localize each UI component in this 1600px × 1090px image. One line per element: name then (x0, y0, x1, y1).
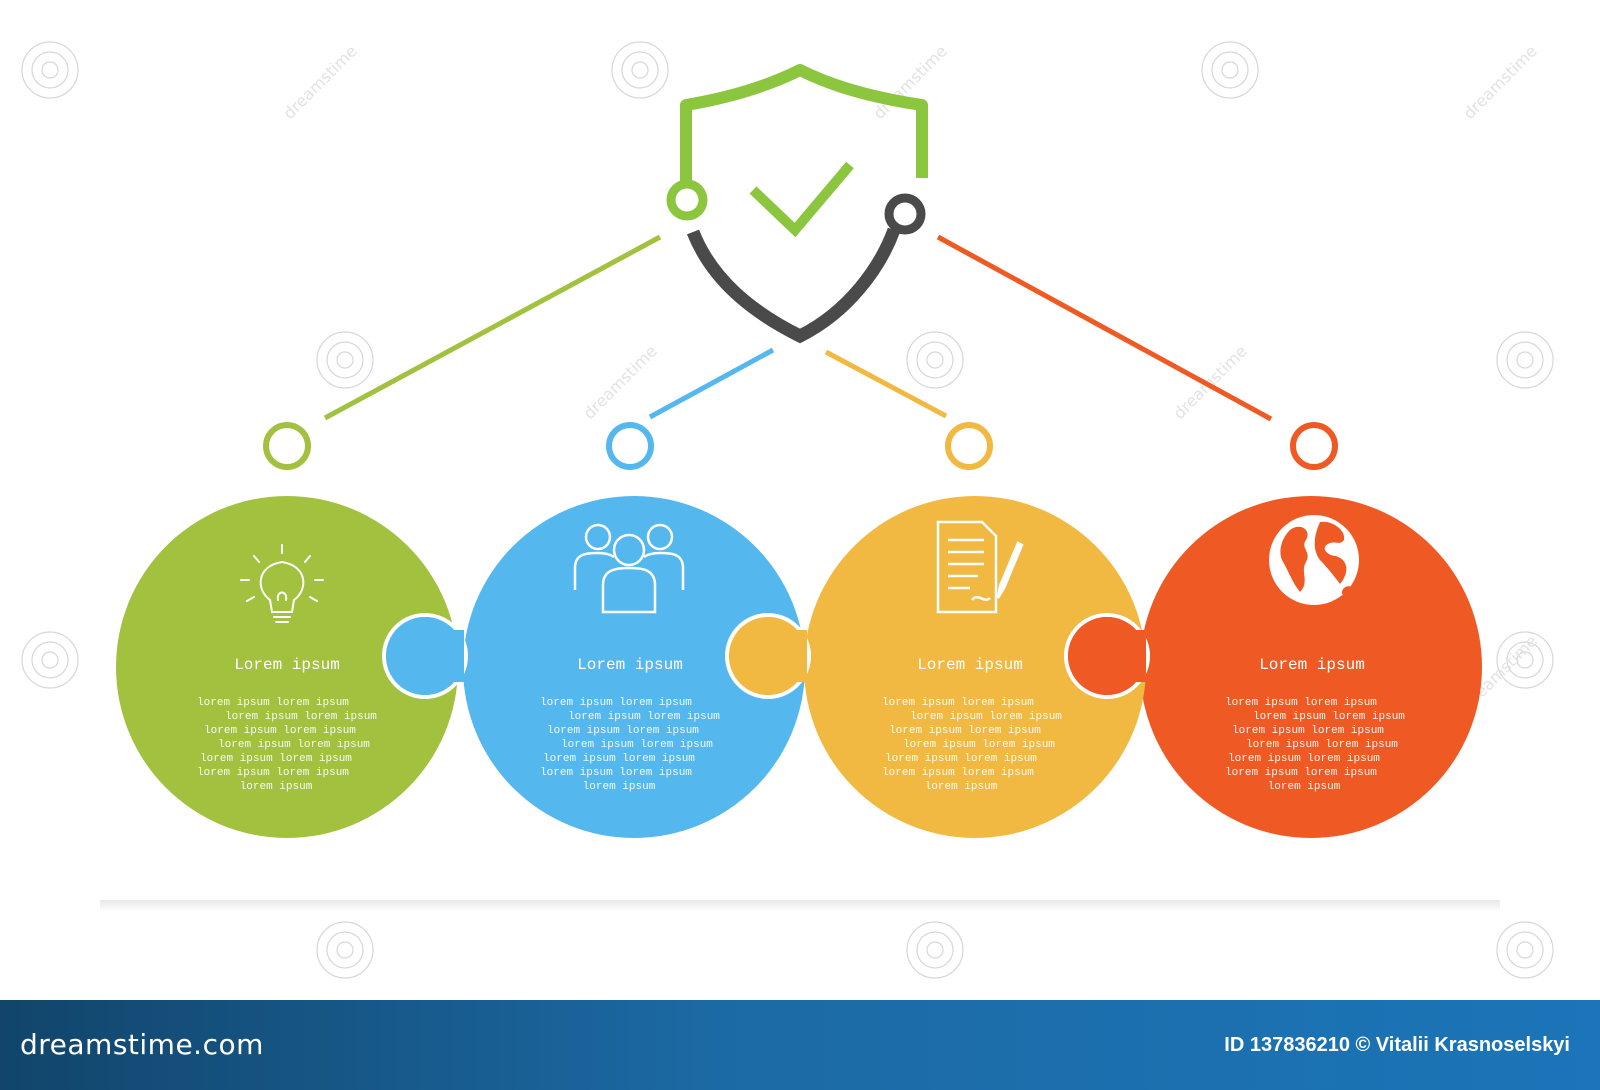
footer-brand[interactable]: dreamstime.com (20, 1028, 264, 1061)
watermark-text: dreamstime (1169, 341, 1250, 422)
step-2-line: lorem ipsum lorem ipsum (540, 697, 692, 709)
step-1-line: lorem ipsum lorem ipsum (218, 739, 370, 751)
infographic-diagram: dreamstime dreamstime dreamstime dreamst… (21, 41, 1554, 979)
step-4-line: lorem ipsum (1268, 781, 1341, 793)
shield-node-left (666, 179, 708, 221)
step-4 (1140, 496, 1482, 838)
step-1-line: lorem ipsum lorem ipsum (225, 711, 377, 723)
step-3-line: lorem ipsum lorem ipsum (882, 697, 1034, 709)
step-4-circle (1140, 496, 1482, 838)
step-4-line: lorem ipsum lorem ipsum (1225, 767, 1377, 779)
watermark-text: dreamstime (869, 41, 950, 122)
step-3-line: lorem ipsum lorem ipsum (882, 767, 1034, 779)
connectors (323, 234, 1273, 422)
document-sign-icon (936, 520, 1024, 614)
step-1-title: Lorem ipsum (234, 656, 340, 674)
step-4-line: lorem ipsum lorem ipsum (1228, 753, 1380, 765)
step-4-line: lorem ipsum lorem ipsum (1246, 739, 1398, 751)
step-4-title: Lorem ipsum (1259, 656, 1365, 674)
puzzle-chain (116, 496, 1482, 838)
step-1-line: lorem ipsum (240, 781, 313, 793)
connector-line-2 (648, 347, 775, 420)
step-3-line: lorem ipsum lorem ipsum (910, 711, 1062, 723)
step-2-line: lorem ipsum lorem ipsum (547, 725, 699, 737)
step-3-title: Lorem ipsum (917, 656, 1023, 674)
footer-credit: ID 137836210 © Vitalii Krasnoselskyi (1224, 1034, 1570, 1056)
step-3-line: lorem ipsum lorem ipsum (903, 739, 1055, 751)
step-2-circle (463, 496, 805, 838)
connector-rings (263, 422, 1338, 470)
step-2-title: Lorem ipsum (577, 656, 683, 674)
step-2-line: lorem ipsum lorem ipsum (568, 711, 720, 723)
step-1-line: lorem ipsum lorem ipsum (197, 697, 349, 709)
watermark-text: dreamstime (279, 41, 360, 122)
step-3-line: lorem ipsum lorem ipsum (889, 725, 1041, 737)
check-mark (749, 161, 854, 238)
step-1-body: lorem ipsum lorem ipsum lorem ipsum lore… (197, 697, 377, 793)
ring-1 (263, 422, 311, 470)
step-texts: Lorem ipsum Lorem ipsum Lorem ipsum Lore… (197, 656, 1405, 793)
step-3-line: lorem ipsum (925, 781, 998, 793)
team-icon (573, 523, 685, 614)
lightbulb-icon (240, 544, 324, 623)
step-1-line: lorem ipsum lorem ipsum (204, 725, 356, 737)
step-1-circle (116, 496, 458, 838)
step-4-line: lorem ipsum lorem ipsum (1253, 711, 1405, 723)
step-1-line: lorem ipsum lorem ipsum (197, 767, 349, 779)
shield-check-icon (666, 64, 928, 344)
step-4-line: lorem ipsum lorem ipsum (1225, 697, 1377, 709)
ring-3 (945, 422, 993, 470)
step-2-body: lorem ipsum lorem ipsum lorem ipsum lore… (540, 697, 720, 793)
connector-line-4 (936, 234, 1273, 422)
step-4-line: lorem ipsum lorem ipsum (1232, 725, 1384, 737)
step-2-line: lorem ipsum (583, 781, 656, 793)
watermark-text: dreamstime (579, 341, 660, 422)
step-1-line: lorem ipsum lorem ipsum (200, 753, 352, 765)
shield-node-right (884, 193, 926, 235)
step-3-body: lorem ipsum lorem ipsum lorem ipsum lore… (882, 697, 1062, 793)
step-2-line: lorem ipsum lorem ipsum (561, 739, 713, 751)
connector-line-1 (323, 234, 662, 421)
watermark-text: dreamstime (1459, 41, 1540, 122)
step-4-body: lorem ipsum lorem ipsum lorem ipsum lore… (1225, 697, 1405, 793)
connector-line-3 (824, 349, 948, 419)
floor-shadow (100, 900, 1500, 912)
step-3-circle (804, 496, 1146, 838)
ring-2 (606, 422, 654, 470)
globe-icon (1269, 515, 1359, 605)
step-2-line: lorem ipsum lorem ipsum (540, 767, 692, 779)
footer-bar: dreamstime.com ID 137836210 © Vitalii Kr… (0, 1000, 1600, 1090)
ring-4 (1290, 422, 1338, 470)
step-3-line: lorem ipsum lorem ipsum (885, 753, 1037, 765)
step-2-line: lorem ipsum lorem ipsum (543, 753, 695, 765)
